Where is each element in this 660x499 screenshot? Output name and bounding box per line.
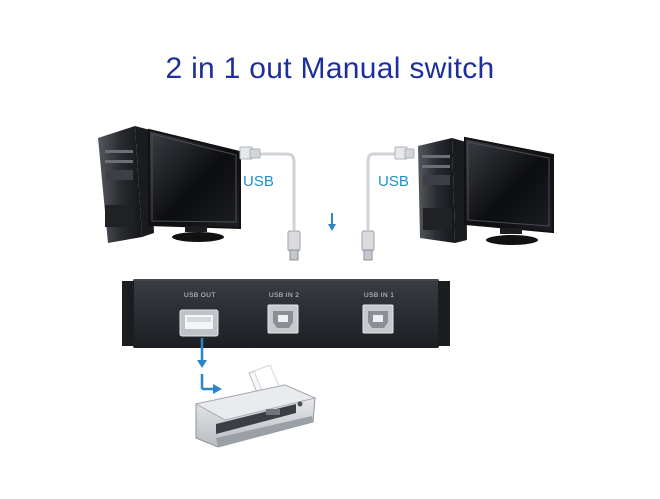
- port-label-usb-out: USB OUT: [184, 292, 216, 299]
- printer-icon: [194, 364, 317, 448]
- usb-a-port-icon: [179, 309, 219, 337]
- usb-label-right: USB: [378, 173, 409, 190]
- switch-box: [122, 279, 450, 348]
- usb-label-left: USB: [243, 173, 274, 190]
- usb-cable-right: [361, 146, 415, 261]
- arrow-right-icon: [200, 374, 222, 394]
- computer-right-icon: [418, 136, 554, 245]
- computer-left-icon: [98, 126, 241, 243]
- usb-cable-left: [239, 146, 301, 261]
- arrow-down-icon: [328, 213, 336, 231]
- usb-b-port-icon-2: [362, 304, 394, 334]
- arrow-down-icon-2: [197, 338, 207, 368]
- diagram-title: 2 in 1 out Manual switch: [165, 52, 495, 85]
- port-label-usb-in-1: USB IN 1: [364, 292, 394, 299]
- usb-b-port-icon: [267, 304, 299, 334]
- port-label-usb-in-2: USB IN 2: [269, 292, 299, 299]
